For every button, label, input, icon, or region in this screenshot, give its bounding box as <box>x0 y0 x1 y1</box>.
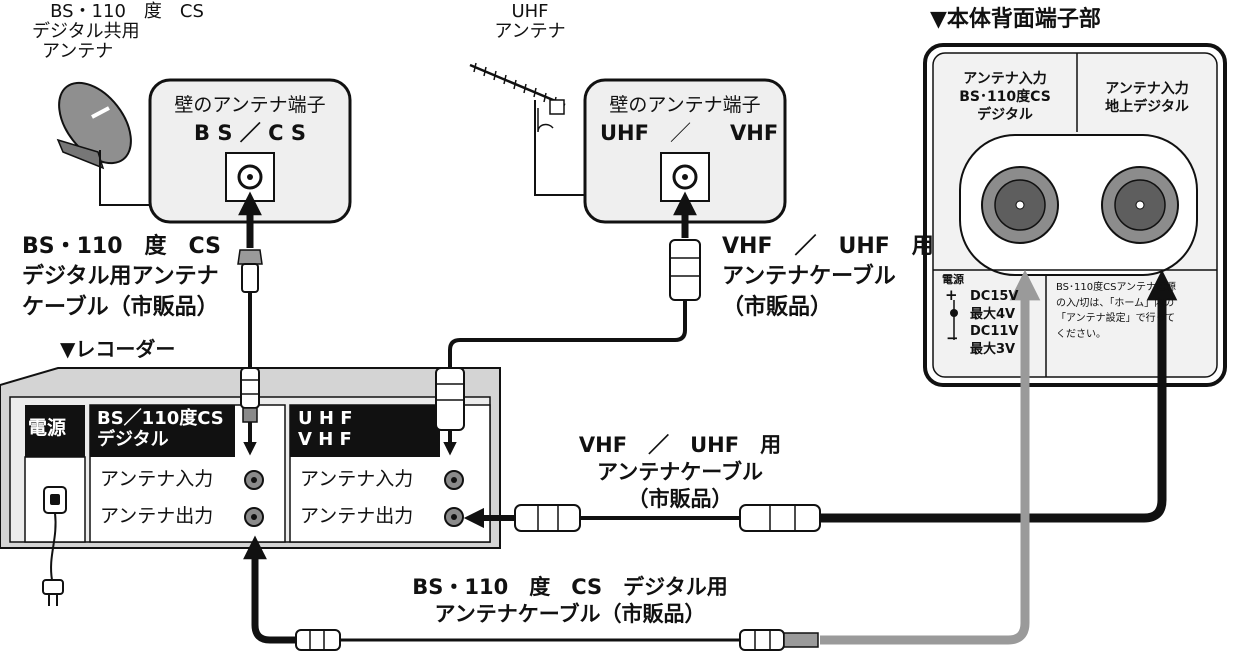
bs-antenna-line2: デジタル共用 <box>32 21 140 43</box>
recorder-bs-header-1: BS／110度CS <box>97 408 224 429</box>
wall-bs-title: 壁のアンテナ端子 <box>174 94 326 116</box>
cable-tv-bs <box>820 269 1041 645</box>
tv-minus-sign: − <box>946 329 959 347</box>
tv-terr-input-line2: 地上デジタル <box>1105 99 1189 116</box>
cable-uhf-top-line2: アンテナケーブル <box>722 264 896 290</box>
tv-bs-input-label: アンテナ入力 BS･110度CS デジタル <box>933 70 1077 125</box>
cable-bottom-line1: BS・110 度 CS デジタル用 <box>412 575 728 599</box>
tv-max4: 最大4V <box>970 306 1016 322</box>
recorder-uhf-header-1: U H F <box>298 408 353 429</box>
tv-power-source-label: 電源 <box>942 273 964 286</box>
satellite-dish-icon <box>56 81 150 206</box>
tv-voltage-spec: DC15V 最大4V DC11V 最大3V <box>970 288 1018 358</box>
cable-uhf-top-line1: VHF ／ UHF 用 <box>722 234 934 259</box>
tv-terrestrial-input-label: アンテナ入力 地上デジタル <box>1077 80 1217 116</box>
tv-dc15: DC15V <box>970 289 1019 304</box>
tv-note-line4: ください。 <box>1056 328 1106 340</box>
bs-antenna-line3: アンテナ <box>42 41 114 63</box>
cable-bottom-line2: アンテナケーブル（市販品） <box>434 601 706 626</box>
tv-max3: 最大3V <box>970 341 1016 357</box>
wall-uhf-sep: ／ <box>670 121 691 145</box>
wall-bs-label: B S ／ C S <box>194 121 306 145</box>
uhf-antenna-line2: アンテナ <box>494 21 566 43</box>
wall-uhf-label-right: VHF <box>730 121 779 145</box>
f-connector-icon <box>237 249 819 651</box>
cable-bottom-caption: BS・110 度 CS デジタル用 アンテナケーブル（市販品） <box>380 574 760 628</box>
cable-uhf-top-line3: （市販品） <box>722 294 833 320</box>
recorder-bs-out-label: アンテナ出力 <box>100 505 214 527</box>
tv-terr-input-line1: アンテナ入力 <box>1105 81 1189 97</box>
uhf-antenna-caption: UHF アンテナ <box>470 1 590 43</box>
coax-connector-icon <box>435 239 821 532</box>
recorder-uhf-in-label: アンテナ入力 <box>300 468 414 490</box>
tv-bs-input-line1: アンテナ入力 <box>963 71 1047 87</box>
cable-tv-terrestrial <box>820 269 1178 523</box>
recorder-bs-header-2: デジタル <box>97 429 169 450</box>
cable-uhf-top-caption: VHF ／ UHF 用 アンテナケーブル （市販品） <box>722 232 934 323</box>
cable-bs-top-line3: ケーブル（市販品） <box>22 294 219 320</box>
power-plug-icon <box>42 486 67 606</box>
recorder-jacks <box>244 470 464 527</box>
cable-bs-top-line1: BS・110 度 CS <box>22 234 221 259</box>
cable-mid-caption: VHF ／ UHF 用 アンテナケーブル （市販品） <box>540 432 820 513</box>
recorder-power-label: 電源 <box>28 417 67 439</box>
tv-power-note: BS･110度CSアンテナ電源 の入/切は、「ホーム」内の 「アンテナ設定」で行… <box>1056 280 1176 342</box>
tv-back-heading: ▼本体背面端子部 <box>930 7 1101 32</box>
tv-bs-input-line3: デジタル <box>977 107 1033 124</box>
tv-bs-input-line2: BS･110度CS <box>959 89 1051 106</box>
recorder-uhf-out-label: アンテナ出力 <box>300 505 414 527</box>
uhf-antenna-line1: UHF <box>511 1 549 22</box>
cable-bs-top-caption: BS・110 度 CS デジタル用アンテナ ケーブル（市販品） <box>22 232 221 323</box>
tv-note-line3: 「アンテナ設定」で行って <box>1056 313 1176 324</box>
cable-mid-line3: （市販品） <box>627 486 733 511</box>
uhf-antenna-icon <box>469 62 585 196</box>
tv-dc11: DC11V <box>970 324 1019 340</box>
tv-note-line1: BS･110度CSアンテナ電源 <box>1056 282 1177 293</box>
cable-bs-top-line2: デジタル用アンテナ <box>22 264 219 290</box>
wall-uhf-label-left: UHF <box>600 121 649 145</box>
cable-mid-line1: VHF ／ UHF 用 <box>578 433 782 457</box>
tv-note-line2: の入/切は、「ホーム」内の <box>1056 297 1175 309</box>
cable-bs-out <box>243 535 310 644</box>
cable-mid-line2: アンテナケーブル <box>597 459 763 484</box>
tv-plus-sign: + <box>945 286 958 304</box>
wall-uhf-title: 壁のアンテナ端子 <box>609 94 761 116</box>
recorder-heading: ▼レコーダー <box>60 337 176 361</box>
cable-uhf-to-recorder <box>443 300 687 456</box>
recorder-bs-in-label: アンテナ入力 <box>100 468 214 490</box>
bs-antenna-line1: BS・110 度 CS <box>50 1 204 22</box>
recorder-uhf-header-2: V H F <box>298 429 352 450</box>
bs-antenna-caption: BS・110 度 CS デジタル共用 アンテナ <box>2 1 252 63</box>
